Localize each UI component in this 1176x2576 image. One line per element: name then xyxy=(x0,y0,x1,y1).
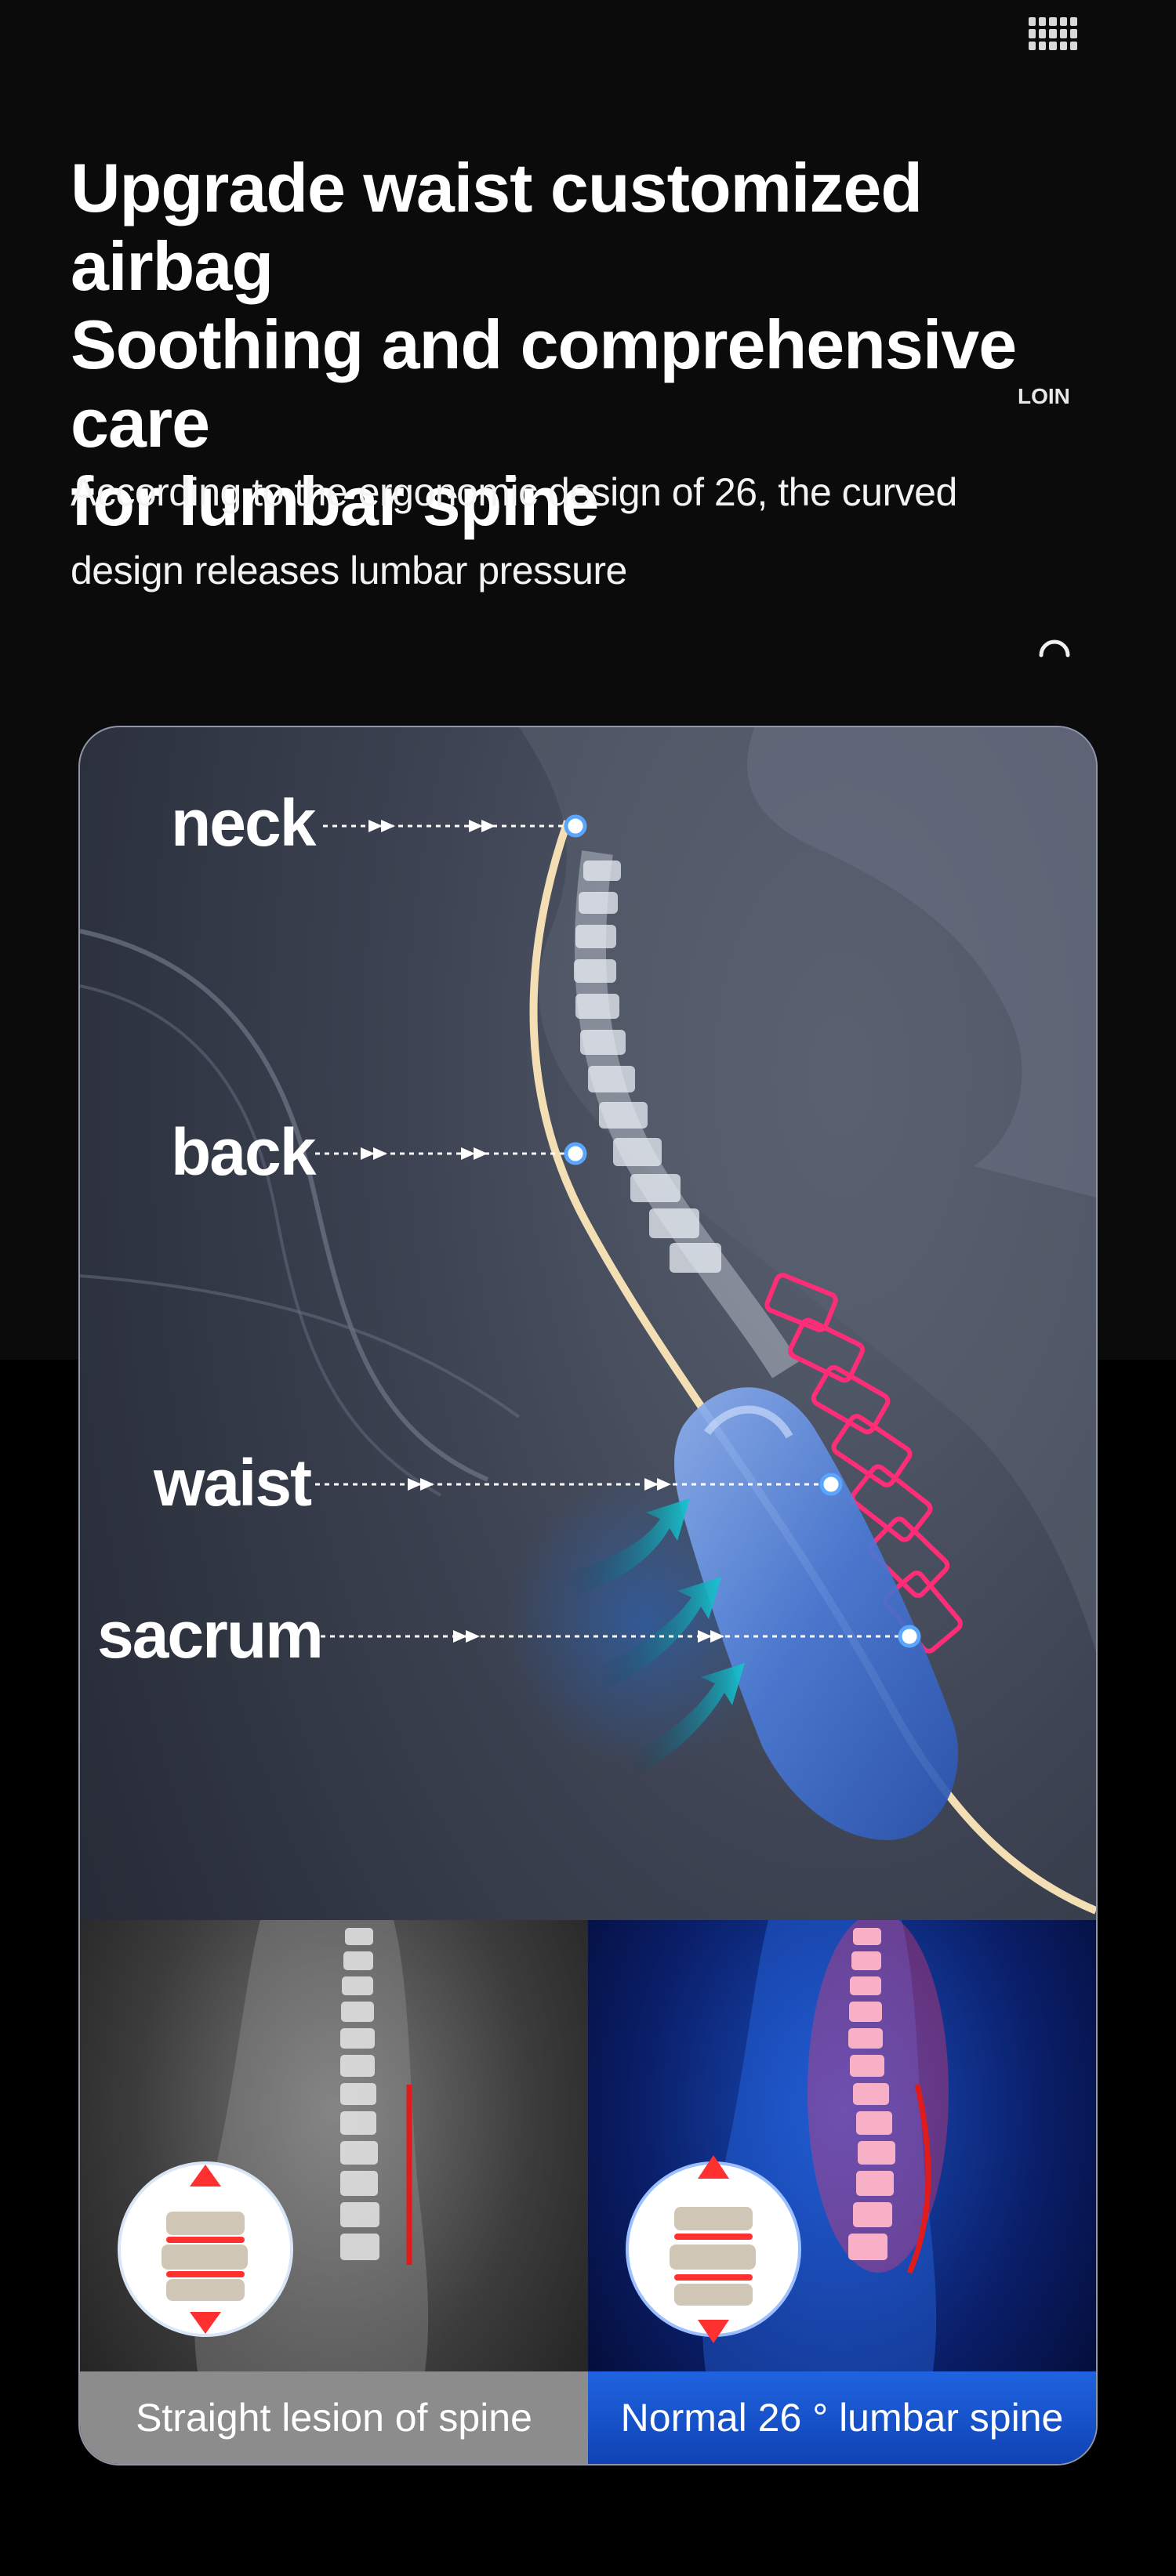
chair-frame-line-2 xyxy=(80,984,441,1497)
head-silhouette xyxy=(747,727,1096,1197)
lumbar-vertebrae-highlight xyxy=(764,1273,963,1654)
headline-line-2: Soothing and comprehensive care xyxy=(71,306,1017,462)
airbag-highlight xyxy=(704,1405,793,1439)
spine-vertebrae xyxy=(574,850,799,1379)
caption-normal-lumbar: Normal 26 ° lumbar spine xyxy=(588,2371,1096,2464)
label-waist: waist xyxy=(154,1446,312,1520)
body-silhouette xyxy=(519,727,1096,1652)
chair-frame-line xyxy=(80,929,489,1482)
pointer-arrowheads xyxy=(361,820,724,1643)
description-line-1: According to the ergonomic design of 26,… xyxy=(71,470,957,514)
chair-frame-line-3 xyxy=(80,1274,521,1418)
description: According to the ergonomic design of 26,… xyxy=(71,453,1011,610)
caption-straight-lesion-text: Straight lesion of spine xyxy=(136,2396,532,2440)
label-back: back xyxy=(171,1115,316,1189)
headline-line-1: Upgrade waist customized airbag xyxy=(71,149,923,305)
airflow-arrows xyxy=(566,1498,745,1776)
lumbar-airbag xyxy=(674,1387,959,1840)
loading-arc-icon xyxy=(1039,639,1070,658)
straight-spine-image: Straight lesion of spine xyxy=(80,1920,588,2464)
caption-normal-lumbar-text: Normal 26 ° lumbar spine xyxy=(620,2396,1064,2440)
headline-line-3: for lumbar spine xyxy=(71,462,599,540)
straight-spine-illustration xyxy=(118,1920,429,2371)
normal-spine-image: Normal 26 ° lumbar spine xyxy=(588,1920,1096,2464)
diagram-illustration xyxy=(80,727,1096,1915)
label-sacrum: sacrum xyxy=(97,1598,324,1672)
spine-diagram-panel: neck back waist sacrum xyxy=(78,726,1098,2465)
pointer-markers xyxy=(564,814,921,1648)
normal-spine-illustration xyxy=(626,1920,949,2371)
grid-dots-icon[interactable] xyxy=(1029,17,1077,50)
description-line-2: design releases lumbar pressure xyxy=(71,549,627,592)
label-neck: neck xyxy=(171,786,316,860)
pointer-lines xyxy=(311,824,908,1638)
loin-tag: LOIN xyxy=(1018,384,1070,408)
headline: Upgrade waist customized airbag Soothing… xyxy=(71,149,1090,541)
spine-comparison: Straight lesion of spine xyxy=(80,1920,1096,2464)
caption-straight-lesion: Straight lesion of spine xyxy=(80,2371,588,2464)
